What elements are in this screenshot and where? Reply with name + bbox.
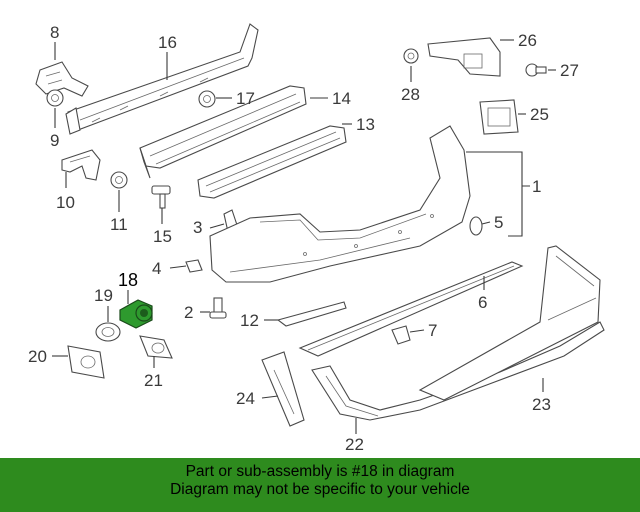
callout-26: 26 [518,31,537,50]
part-17-clip-nut[interactable] [198,90,216,108]
leader-lines [52,39,556,434]
callout-10: 10 [56,193,75,212]
callout-28: 28 [401,85,420,104]
callout-5: 5 [494,213,503,232]
callout-9: 9 [50,131,59,150]
part-11-nut[interactable] [110,171,128,189]
callout-labels: 8 9 10 11 15 16 17 14 13 3 4 5 1 6 7 2 1… [28,23,579,454]
callout-11: 11 [110,215,128,234]
part-21-sensor-bracket[interactable] [139,335,173,359]
callout-3: 3 [193,218,202,237]
part-22-lower-valance[interactable] [311,321,605,421]
part-7-clip[interactable] [391,325,411,345]
callout-23: 23 [532,395,551,414]
part-14-absorber[interactable] [139,85,307,179]
callout-24: 24 [236,389,255,408]
info-banner: Part or sub-assembly is #18 in diagram D… [0,458,640,512]
callout-14: 14 [332,89,351,108]
callout-25: 25 [530,105,549,124]
part-10-side-bracket[interactable] [61,149,101,181]
callout-20: 20 [28,347,47,366]
part-2-bolt[interactable] [209,297,227,319]
callout-17: 17 [236,89,255,108]
part-28-nut[interactable] [403,48,419,64]
part-4-clip[interactable] [185,259,203,273]
part-19-sensor-ring[interactable] [95,322,121,342]
callout-21: 21 [144,371,163,390]
callout-27: 27 [560,61,579,80]
banner-line-1: Part or sub-assembly is #18 in diagram [185,463,455,480]
part-1-bumper-cover[interactable] [209,125,471,283]
parts-diagram: 8 9 10 11 15 16 17 14 13 3 4 5 1 6 7 2 1… [28,23,605,454]
callout-8: 8 [50,23,59,42]
part-13-lower-absorber[interactable] [197,125,347,199]
callout-1: 1 [532,177,541,196]
callout-15: 15 [153,227,172,246]
part-16-upper-beam[interactable] [65,23,259,135]
callout-4: 4 [152,259,161,278]
callout-19: 19 [94,286,113,305]
part-12-trim[interactable] [276,301,347,327]
callout-2: 2 [184,303,193,322]
part-25-cover[interactable] [479,99,519,135]
callout-13: 13 [356,115,375,134]
part-20-sensor-bracket[interactable] [67,345,105,379]
callout-22: 22 [345,435,364,454]
banner-line-2: Diagram may not be specific to your vehi… [170,481,470,498]
callout-18: 18 [118,270,138,290]
part-15-bolt[interactable] [151,185,171,209]
part-24-side-trim[interactable] [261,351,305,427]
part-9-nut[interactable] [46,89,64,107]
part-27-bolt[interactable] [525,63,547,77]
callout-6: 6 [478,293,487,312]
callout-12: 12 [240,311,259,330]
part-18-parking-sensor[interactable] [119,299,153,329]
part-23-skid-panel[interactable] [418,245,601,401]
callout-16: 16 [158,33,177,52]
part-6-diffuser[interactable] [298,261,524,357]
part-8-bracket[interactable] [35,61,89,97]
callout-7: 7 [428,321,437,340]
part-26-bracket[interactable] [427,37,501,77]
part-5-sensor[interactable] [469,216,483,236]
